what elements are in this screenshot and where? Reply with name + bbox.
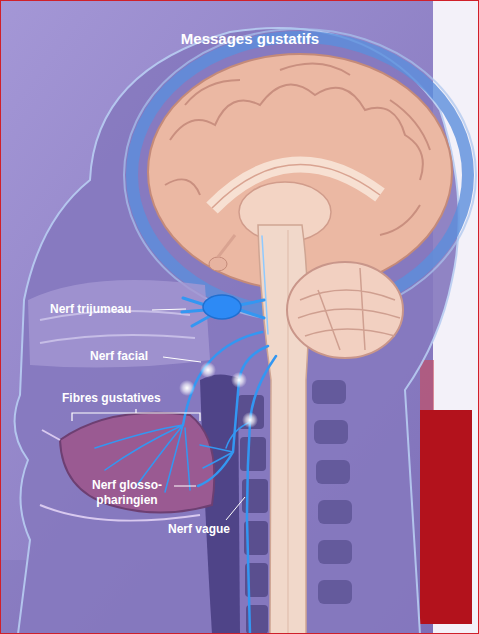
figure-title: Messages gustatifs — [140, 30, 360, 48]
vertebrae-part — [312, 380, 346, 404]
nerves-part — [240, 300, 264, 318]
cerebellum-part — [287, 262, 403, 358]
vertebrae-part — [318, 540, 352, 564]
cerebellum — [287, 262, 403, 358]
nerves-part — [198, 346, 268, 486]
tongue — [40, 413, 214, 521]
nerve-label: Nerf glosso- pharingien — [84, 478, 170, 508]
brain-part — [218, 235, 235, 257]
leader-lines-part — [226, 497, 245, 520]
brain-part — [209, 257, 227, 271]
nasal-cavity-part — [40, 335, 195, 343]
head-silhouette — [15, 28, 476, 634]
nerve-label: Nerf facial — [90, 349, 148, 364]
leader-lines-part — [174, 486, 196, 487]
background-part — [420, 410, 472, 624]
signal-dots-part — [242, 412, 258, 428]
nerves-part — [247, 356, 276, 634]
nerve-label: Fibres gustatives — [62, 391, 161, 406]
nerves-part — [200, 445, 233, 468]
nasal-cavity — [28, 280, 210, 368]
vertebrae-part — [240, 437, 266, 471]
head-silhouette-part — [15, 28, 459, 634]
signal-dots-part — [200, 362, 216, 378]
background-part — [420, 360, 434, 410]
cerebellum-part — [298, 268, 400, 350]
nerves-part — [262, 236, 268, 334]
bracket-part — [135, 409, 136, 413]
tongue-part — [40, 430, 200, 521]
vertebrae-part — [314, 420, 348, 444]
vertebrae-part — [316, 460, 350, 484]
vertebrae-part — [318, 500, 352, 524]
nerves-part — [203, 295, 241, 319]
leader-lines-part — [152, 309, 186, 310]
nerve-label: Nerf trijumeau — [50, 302, 131, 317]
vertebrae-part — [318, 580, 352, 604]
signal-dots-part — [179, 380, 195, 396]
leader-lines-part — [163, 357, 201, 362]
bracket — [72, 409, 200, 421]
tongue-part — [60, 413, 214, 513]
leader-lines — [152, 309, 245, 520]
bracket-part — [72, 413, 200, 421]
nerve-label: Nerf vague — [168, 522, 230, 537]
brainstem-spinal-cord-part — [288, 230, 289, 634]
signal-dots — [179, 362, 258, 428]
nasal-cavity-part — [28, 280, 210, 368]
signal-dots-part — [231, 372, 247, 388]
nerves — [95, 236, 276, 634]
